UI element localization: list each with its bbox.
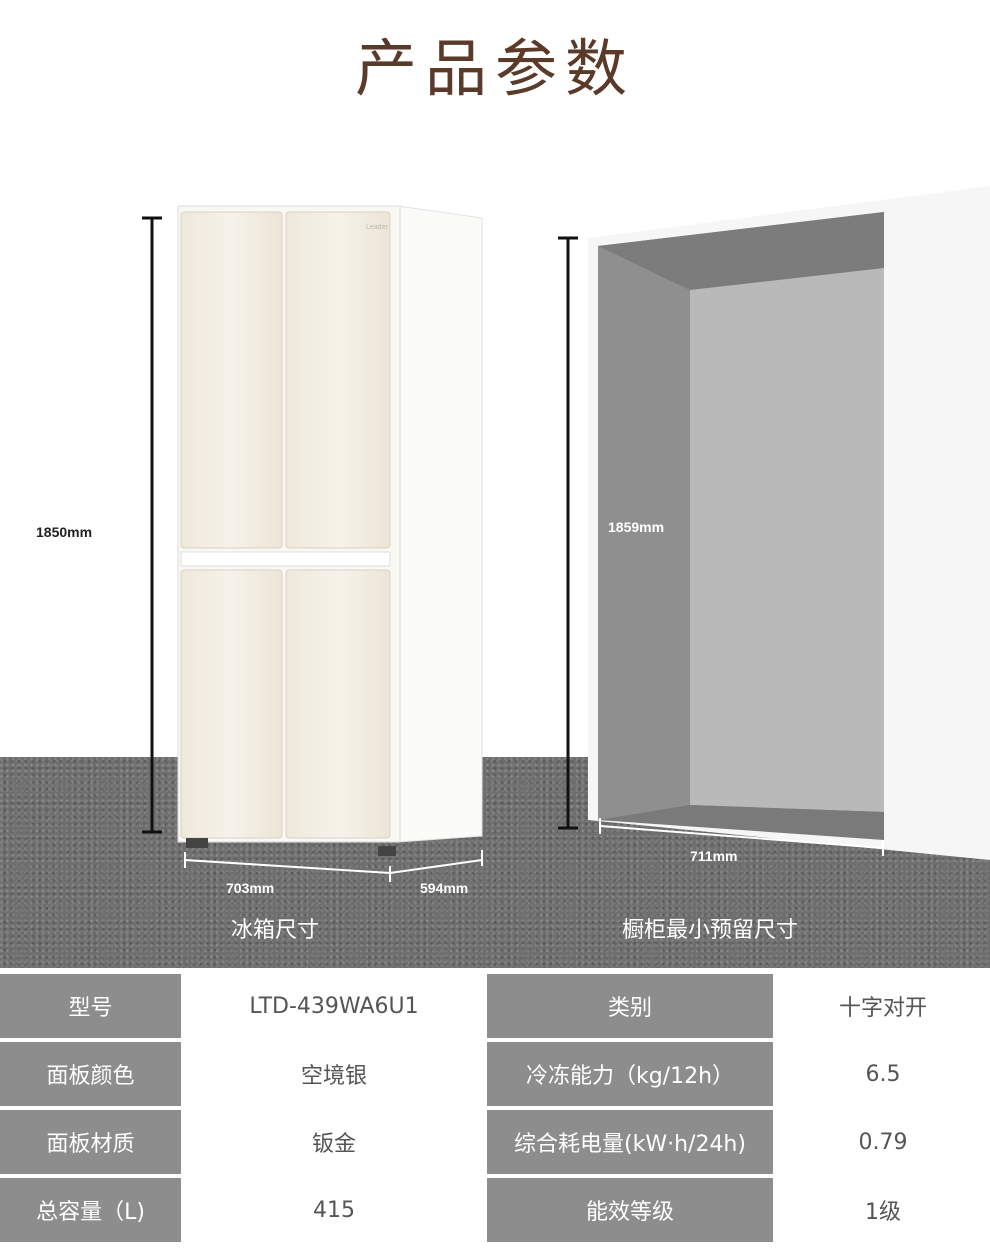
fridge-width-bar bbox=[184, 852, 391, 882]
brand-logo: Leader bbox=[366, 224, 388, 231]
spec-value: 钣金 bbox=[184, 1110, 484, 1174]
table-row: 总容量（L) 415 能效等级 1级 bbox=[0, 1178, 990, 1242]
cabinet-height-label: 1859mm bbox=[608, 519, 665, 535]
spec-key: 总容量（L) bbox=[0, 1178, 181, 1242]
spec-key: 类别 bbox=[487, 974, 773, 1038]
cabinet-width-bar bbox=[599, 818, 884, 856]
cabinet-illustration bbox=[588, 186, 990, 860]
dimension-scene: Leader bbox=[0, 186, 990, 970]
table-row: 面板颜色 空境银 冷冻能力（kg/12h） 6.5 bbox=[0, 1042, 990, 1106]
spec-key: 冷冻能力（kg/12h） bbox=[487, 1042, 773, 1106]
cabinet-height-bar bbox=[558, 236, 578, 830]
spec-value: 0.79 bbox=[776, 1110, 990, 1174]
cabinet-size-caption: 橱柜最小预留尺寸 bbox=[621, 918, 798, 943]
fridge-height-bar bbox=[142, 216, 162, 834]
fridge-size-caption: 冰箱尺寸 bbox=[230, 918, 319, 943]
dimension-illustration: Leader bbox=[142, 186, 990, 882]
fridge-depth-label: 594mm bbox=[420, 880, 469, 896]
spec-key: 综合耗电量(kW·h/24h) bbox=[487, 1110, 773, 1174]
spec-value: 6.5 bbox=[776, 1042, 990, 1106]
fridge-illustration: Leader bbox=[177, 205, 483, 856]
spec-table: 型号 LTD-439WA6U1 类别 十字对开 面板颜色 空境银 冷冻能力（kg… bbox=[0, 970, 990, 1246]
spec-value: 1级 bbox=[776, 1178, 990, 1242]
spec-value: 空境银 bbox=[184, 1042, 484, 1106]
spec-key: 型号 bbox=[0, 974, 181, 1038]
page-title: 产品参数 bbox=[354, 32, 635, 105]
table-row: 面板材质 钣金 综合耗电量(kW·h/24h) 0.79 bbox=[0, 1110, 990, 1174]
fridge-height-label: 1850mm bbox=[36, 524, 93, 540]
spec-value: LTD-439WA6U1 bbox=[184, 974, 484, 1038]
table-row: 型号 LTD-439WA6U1 类别 十字对开 bbox=[0, 974, 990, 1038]
spec-key: 面板颜色 bbox=[0, 1042, 181, 1106]
cabinet-width-label: 711mm bbox=[690, 848, 738, 864]
spec-value: 415 bbox=[184, 1178, 484, 1242]
fridge-width-label: 703mm bbox=[226, 880, 275, 896]
spec-key: 能效等级 bbox=[487, 1178, 773, 1242]
fridge-depth-bar bbox=[389, 850, 483, 874]
spec-value: 十字对开 bbox=[776, 974, 990, 1038]
spec-key: 面板材质 bbox=[0, 1110, 181, 1174]
